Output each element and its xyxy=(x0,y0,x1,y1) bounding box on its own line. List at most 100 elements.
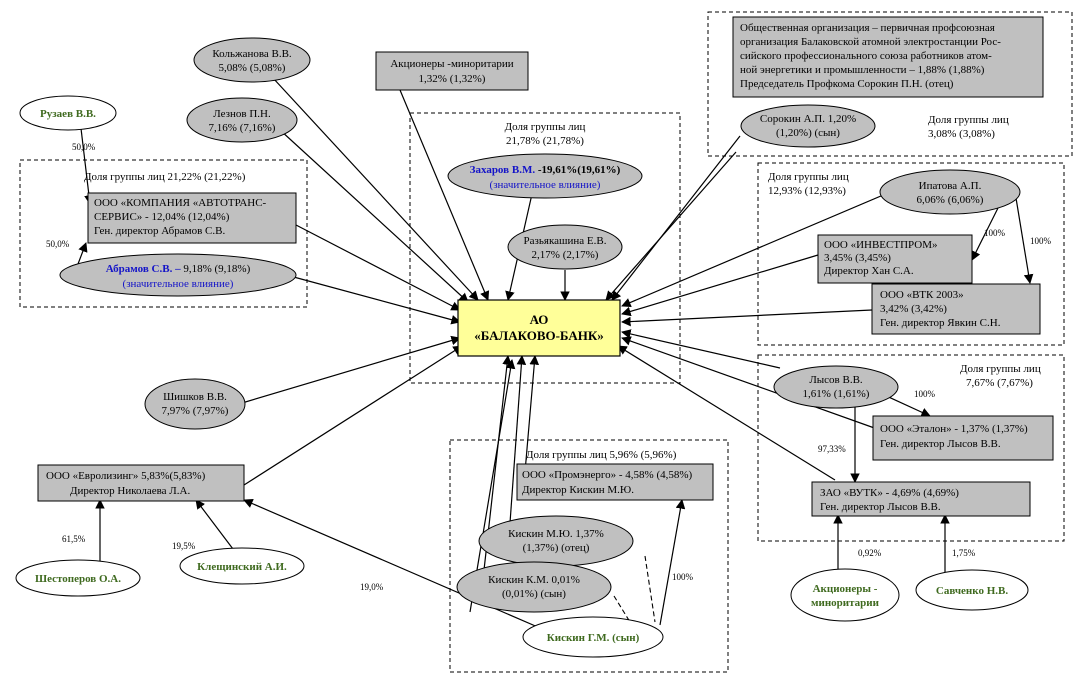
avtotrans-line1: ООО «КОМПАНИЯ «АВТОТРАНС- xyxy=(94,197,267,209)
zakharov-name: Захаров В.М. xyxy=(470,164,536,176)
box-vtk xyxy=(871,283,1041,335)
kiskin-my-line1: Кискин М.Ю. 1,37% xyxy=(508,528,604,540)
box-evrolizing xyxy=(37,464,245,502)
razyakashina-pct: 2,17% (2,17%) xyxy=(532,249,599,261)
group-frame-ipatova xyxy=(757,162,1065,346)
evrolizing-line1: ООО «Евролизинг» 5,83%(5,83%) xyxy=(46,470,206,482)
node-minor-bottom xyxy=(790,568,900,622)
box-minor-top xyxy=(375,51,529,91)
kiskin-gm-name: Кискин Г.М. (сын) xyxy=(547,632,640,644)
minor-bottom-line1: Акционеры - xyxy=(813,583,878,595)
arrow-minor-top xyxy=(399,89,490,301)
pct-lysov-etalon: 100% xyxy=(914,389,936,399)
white-ellipses xyxy=(15,95,1029,658)
savchenko-name: Савченко Н.В. xyxy=(936,585,1008,597)
pct-lysov-vutk: 97,33% xyxy=(818,444,846,454)
abramov-note: (значительное влияние) xyxy=(123,278,234,290)
arrow-ipatova-investprom xyxy=(971,207,999,261)
node-ruzaev xyxy=(19,95,117,131)
profkom-line1: Общественная организация – первичная про… xyxy=(740,22,995,34)
abramov-pct: 9,18% (9,18%) xyxy=(181,263,251,275)
kiskin-my-line2: (1,37%) (отец) xyxy=(523,542,590,554)
vutk-line1: ЗАО «ВУТК» - 4,69% (4,69%) xyxy=(820,487,959,499)
sorokin-line2: (1,20%) (сын) xyxy=(776,127,840,139)
node-kleshchinsky xyxy=(179,547,305,585)
vtk-line1: ООО «ВТК 2003» xyxy=(880,289,964,301)
box-vutk xyxy=(811,481,1031,517)
node-shestoperov xyxy=(15,559,141,597)
group-label-kiskin: Доля группы лиц 5,96% (5,96%) xyxy=(526,449,677,461)
minor-top-name: Акционеры -миноритарии xyxy=(390,58,513,70)
group-label-ipatova-1: Доля группы лиц xyxy=(768,171,849,183)
group-frame-center xyxy=(409,112,681,384)
arrows xyxy=(77,77,1034,629)
abramov-label: Абрамов С.В. – 9,18% (9,18%) xyxy=(106,263,251,275)
group-frame-kiskin xyxy=(449,439,729,673)
pct-savchenko-vutk: 1,75% xyxy=(952,548,976,558)
arrow-avtotrans xyxy=(295,224,461,311)
lysov-name: Лысов В.В. xyxy=(809,374,863,386)
arrow-vutk xyxy=(617,345,836,481)
kleshchinsky-name: Клещинский А.И. xyxy=(197,561,287,573)
node-kiskin-gm xyxy=(522,616,664,658)
box-avtotrans xyxy=(87,192,297,244)
arrow-kolzhanova xyxy=(272,77,479,301)
arrow-kleshchinsky xyxy=(195,499,237,554)
boxes xyxy=(37,16,1054,517)
node-savchenko xyxy=(915,569,1029,611)
investprom-line1: ООО «ИНВЕСТПРОМ» xyxy=(824,239,938,251)
minor-bottom-line2: миноритарии xyxy=(811,597,880,609)
group-label-center-2: 21,78% (21,78%) xyxy=(506,135,584,147)
group-frame-profkom xyxy=(707,11,1073,157)
arrow-evrolizing xyxy=(243,345,463,486)
investprom-line2: 3,45% (3,45%) xyxy=(824,252,891,264)
link-my-gm xyxy=(644,555,656,623)
node-lysov xyxy=(773,365,899,409)
arrow-promenergo xyxy=(524,355,540,473)
evrolizing-line2: Директор Николаева Л.А. xyxy=(70,485,190,497)
node-lezhnov xyxy=(186,97,298,143)
profkom-line2: организация Балаковской атомной электрос… xyxy=(740,36,1001,48)
vutk-line2: Ген. директор Лысов В.В. xyxy=(820,501,941,513)
avtotrans-line3: Ген. директор Абрамов С.В. xyxy=(94,225,225,237)
box-etalon xyxy=(872,415,1054,461)
kiskin-km-line1: Кискин К.М. 0,01% xyxy=(488,574,580,586)
arrow-lysov xyxy=(621,329,781,369)
node-shishkov xyxy=(144,378,246,430)
ellipses xyxy=(59,37,1021,613)
center-box xyxy=(457,299,621,357)
box-investprom xyxy=(817,234,973,284)
group-label-ipatova-2: 12,93% (12,93%) xyxy=(768,185,846,197)
arrow-vtk xyxy=(621,309,873,327)
pct-ruzaev: 50,0% xyxy=(72,142,96,152)
shishkov-name: Шишков В.В. xyxy=(163,391,227,403)
razyakashina-name: Разьякашина Е.В. xyxy=(524,235,607,247)
node-razyakashina xyxy=(507,224,623,270)
kiskin-km-line2: (0,01%) (сын) xyxy=(502,588,566,600)
arrow-lezhnov xyxy=(279,129,469,303)
group-label-lysov-2: 7,67% (7,67%) xyxy=(966,377,1033,389)
profkom-line3: сийского профессионального союза работни… xyxy=(740,50,992,62)
arrow-profkom xyxy=(611,135,741,301)
node-ipatova xyxy=(879,169,1021,215)
vtk-line2: 3,42% (3,42%) xyxy=(880,303,947,315)
kolzhanova-name: Кольжанова В.В. xyxy=(212,48,292,60)
pct-ipatova-vtk: 100% xyxy=(1030,236,1052,246)
node-zakharov xyxy=(447,153,643,199)
box-profkom xyxy=(732,16,1044,98)
lysov-pct: 1,61% (1,61%) xyxy=(803,388,870,400)
vtk-line3: Ген. директор Явкин С.Н. xyxy=(880,317,1001,329)
pct-kiskin-gm-evro: 19,0% xyxy=(360,582,384,592)
arrow-kiskin-gm-prom xyxy=(659,499,686,626)
investprom-line3: Директор Хан С.А. xyxy=(824,265,914,277)
ipatova-pct: 6,06% (6,06%) xyxy=(917,194,984,206)
arrow-abramov xyxy=(289,275,461,325)
zakharov-note: (значительное влияние) xyxy=(490,179,601,191)
group-frame-lysov xyxy=(757,354,1065,542)
promenergo-line2: Директор Кискин М.Ю. xyxy=(522,484,634,496)
center-line2: «БАЛАКОВО-БАНК» xyxy=(474,328,604,343)
ruzaev-name: Рузаев В.В. xyxy=(40,108,96,120)
arrow-ipatova-vtk xyxy=(1015,197,1034,284)
minor-top-pct: 1,32% (1,32%) xyxy=(419,73,486,85)
